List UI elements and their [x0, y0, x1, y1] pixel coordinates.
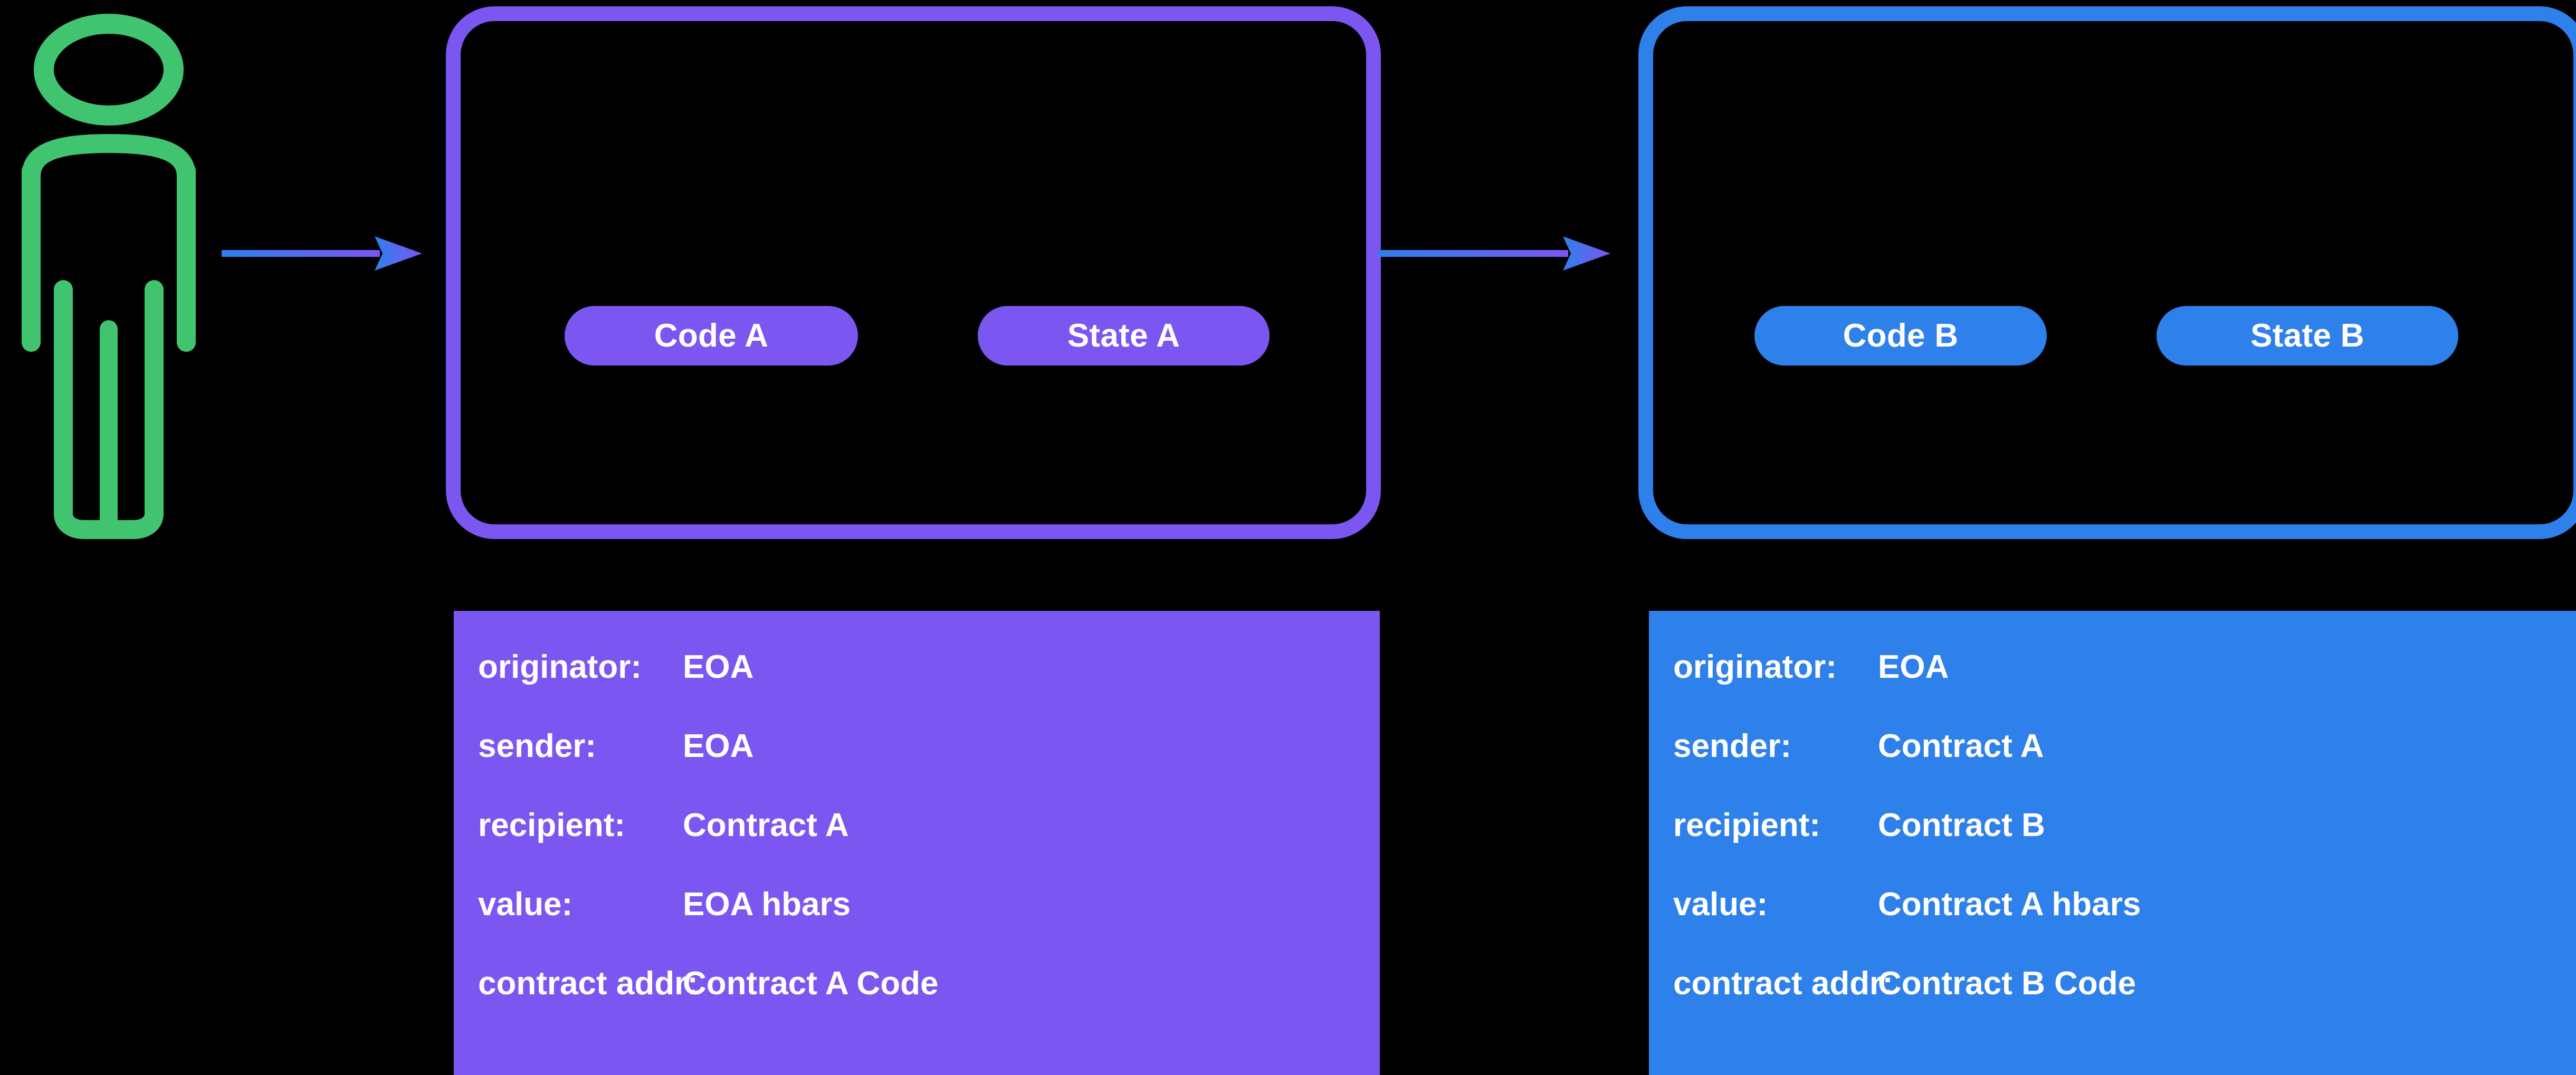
contract-a-pill-row: Code A State A — [461, 306, 1366, 366]
context-key-sender: sender: — [478, 728, 596, 764]
arrow-eoa-to-contract-a — [222, 236, 422, 271]
context-key-recipient: recipient: — [478, 807, 626, 843]
context-value-value: EOA hbars — [683, 886, 851, 923]
contract-a-state-pill-label: State A — [1067, 318, 1180, 354]
contract-b-code-pill-label: Code B — [1843, 318, 1959, 354]
contract-a-context-panel: originator: EOA sender: EOA recipient: C… — [454, 611, 1380, 1075]
context-value-contract-addr: Contract B Code — [1878, 965, 2136, 1002]
contract-b-state-pill-label: State B — [2250, 318, 2364, 354]
context-key-originator: originator: — [1673, 649, 1837, 685]
context-key-value: value: — [478, 886, 573, 923]
context-row: contract addr: Contract A Code — [478, 967, 1380, 1047]
context-key-recipient: recipient: — [1673, 807, 1821, 843]
context-row: recipient: Contract B — [1673, 809, 2576, 888]
contract-a-code-pill[interactable]: Code A — [565, 306, 858, 366]
context-row: value: Contract A hbars — [1673, 888, 2576, 967]
context-value-recipient: Contract A — [683, 807, 849, 843]
context-key-sender: sender: — [1673, 728, 1791, 764]
context-row: recipient: Contract A — [478, 809, 1380, 888]
context-value-contract-addr: Contract A Code — [683, 965, 939, 1002]
context-value-originator: EOA — [683, 649, 754, 685]
context-row: originator: EOA — [478, 651, 1380, 730]
actor-label: EOA — [0, 0, 1, 1]
context-key-contract-addr: contract addr: — [1673, 965, 1893, 1002]
context-row: contract addr: Contract B Code — [1673, 967, 2576, 1047]
context-key-contract-addr: contract addr: — [478, 965, 698, 1002]
context-value-sender: Contract A — [1878, 728, 2044, 764]
contract-a-frame: Code A State A — [446, 6, 1381, 539]
contract-b-context-panel: originator: EOA sender: Contract A recip… — [1649, 611, 2576, 1075]
contract-a-state-pill[interactable]: State A — [978, 306, 1270, 366]
person-icon — [22, 14, 196, 539]
context-value-sender: EOA — [683, 728, 754, 764]
context-key-originator: originator: — [478, 649, 642, 685]
context-row: sender: EOA — [478, 730, 1380, 809]
contract-b-frame: Code B State B — [1638, 6, 2576, 539]
contract-a-code-pill-label: Code A — [654, 318, 769, 354]
arrow-contract-a-to-contract-b — [1378, 236, 1610, 271]
context-value-originator: EOA — [1878, 649, 1949, 685]
contract-b-code-pill[interactable]: Code B — [1754, 306, 2047, 366]
contract-b-state-pill[interactable]: State B — [2157, 306, 2458, 366]
context-row: value: EOA hbars — [478, 888, 1380, 967]
context-row: sender: Contract A — [1673, 730, 2576, 809]
contract-b-pill-row: Code B State B — [1653, 306, 2573, 366]
context-row: originator: EOA — [1673, 651, 2576, 730]
context-key-value: value: — [1673, 886, 1768, 923]
context-value-value: Contract A hbars — [1878, 886, 2141, 923]
context-value-recipient: Contract B — [1878, 807, 2045, 843]
